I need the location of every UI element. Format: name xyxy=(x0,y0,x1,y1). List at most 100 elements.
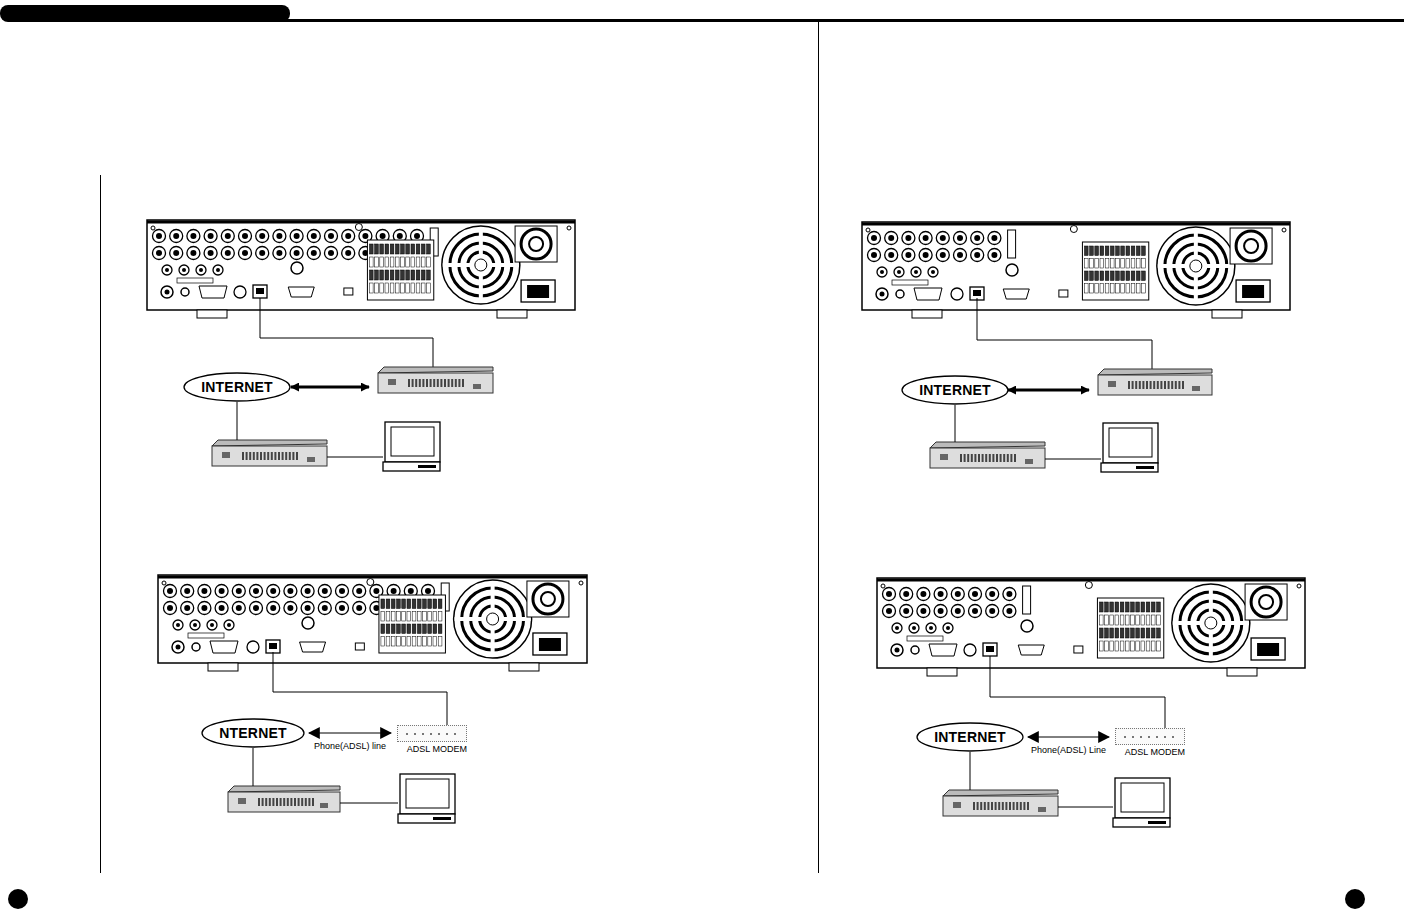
bnc-connector xyxy=(934,605,947,618)
dvr-housing xyxy=(147,220,575,310)
bnc-pin xyxy=(940,235,946,241)
psu-grille xyxy=(1244,239,1258,253)
terminal xyxy=(433,624,437,634)
terminal xyxy=(1131,284,1135,294)
modem-led xyxy=(454,733,456,735)
hub-port xyxy=(260,452,262,460)
screen xyxy=(391,427,434,456)
hub-port xyxy=(253,452,255,460)
bnc-connector xyxy=(971,249,984,262)
bnc-connector xyxy=(215,585,228,598)
dvr-housing xyxy=(877,578,1305,668)
bnc-pin xyxy=(886,591,892,597)
terminal xyxy=(381,637,385,647)
terminal xyxy=(1110,284,1114,294)
bnc-connector xyxy=(902,232,915,245)
bnc-connector xyxy=(221,230,234,243)
monitor-out xyxy=(224,620,234,630)
screen xyxy=(1109,428,1152,457)
monitor-out xyxy=(173,620,183,630)
usb-port xyxy=(355,643,364,650)
hub-port xyxy=(985,454,987,462)
terminal xyxy=(386,637,390,647)
terminal xyxy=(1099,602,1103,612)
device-label: ADSL MODEM xyxy=(397,744,467,754)
network-hub xyxy=(228,786,340,812)
header-rule xyxy=(130,19,1404,22)
bnc-connector xyxy=(239,230,252,243)
monitor-out xyxy=(911,267,921,277)
bnc-connector xyxy=(917,588,930,601)
psu-grille xyxy=(541,592,555,606)
bnc-connector xyxy=(318,602,331,615)
terminal xyxy=(1125,628,1129,638)
terminal xyxy=(438,624,442,634)
terminal xyxy=(412,637,416,647)
bnc-pin xyxy=(167,588,173,594)
ellipse-shape xyxy=(902,376,1008,404)
hub-led xyxy=(953,802,961,808)
modem-box xyxy=(1115,728,1185,745)
vga-port xyxy=(210,641,238,653)
bnc-pin xyxy=(270,605,276,611)
terminal xyxy=(385,244,389,254)
network-hub xyxy=(930,442,1045,468)
monitor-pin xyxy=(182,268,186,272)
bnc-pin xyxy=(920,591,926,597)
monitor-out xyxy=(943,623,953,633)
bnc-connector xyxy=(267,585,280,598)
bnc-pin xyxy=(888,235,894,241)
bnc-connector xyxy=(187,230,200,243)
page-divider xyxy=(818,22,819,873)
terminal xyxy=(1095,284,1099,294)
hub-port xyxy=(964,454,966,462)
hub-port xyxy=(437,379,439,387)
audio-pin xyxy=(176,645,181,650)
hub-port xyxy=(312,798,314,806)
psu-grille xyxy=(533,584,563,614)
bnc-pin xyxy=(322,605,328,611)
network-cable xyxy=(970,752,971,790)
terminal xyxy=(395,244,399,254)
psu-fan xyxy=(515,226,557,262)
terminal-block xyxy=(379,595,445,653)
modem-led xyxy=(1124,736,1126,738)
bnc-pin xyxy=(920,608,926,614)
bnc-connector xyxy=(954,249,967,262)
terminal xyxy=(428,599,432,609)
bnc-pin xyxy=(259,250,265,256)
terminal xyxy=(1131,246,1135,256)
double-arrow xyxy=(1008,389,1089,392)
psu-fan xyxy=(527,581,569,617)
bnc-connector xyxy=(307,230,320,243)
bnc-connector xyxy=(232,585,245,598)
drive-slot xyxy=(1136,466,1154,469)
ellipse-shape xyxy=(184,373,290,401)
bnc-pin xyxy=(184,588,190,594)
network-cable xyxy=(273,652,447,725)
bnc-connector xyxy=(342,247,355,260)
bnc-pin xyxy=(974,235,980,241)
bnc-connector xyxy=(336,585,349,598)
hub-led xyxy=(238,798,246,804)
terminal xyxy=(1151,615,1155,625)
rj45-socket xyxy=(269,643,277,649)
serial-port xyxy=(1003,289,1029,299)
hub-port xyxy=(977,802,979,810)
bnc-pin xyxy=(167,605,173,611)
monitor-pin xyxy=(165,268,169,272)
network-label: NTERNET xyxy=(219,725,287,741)
bnc-connector xyxy=(986,605,999,618)
hub-port xyxy=(242,452,244,460)
bnc-connector xyxy=(170,247,183,260)
terminal xyxy=(1142,271,1146,281)
ac-inlet xyxy=(533,633,567,655)
hub-port xyxy=(1164,381,1166,389)
monitor-pin xyxy=(946,626,950,630)
hub-port xyxy=(967,454,969,462)
bnc-connector xyxy=(318,585,331,598)
bracket xyxy=(188,633,224,638)
hub-led xyxy=(388,379,396,385)
bnc-connector xyxy=(900,605,913,618)
terminal xyxy=(427,270,431,280)
